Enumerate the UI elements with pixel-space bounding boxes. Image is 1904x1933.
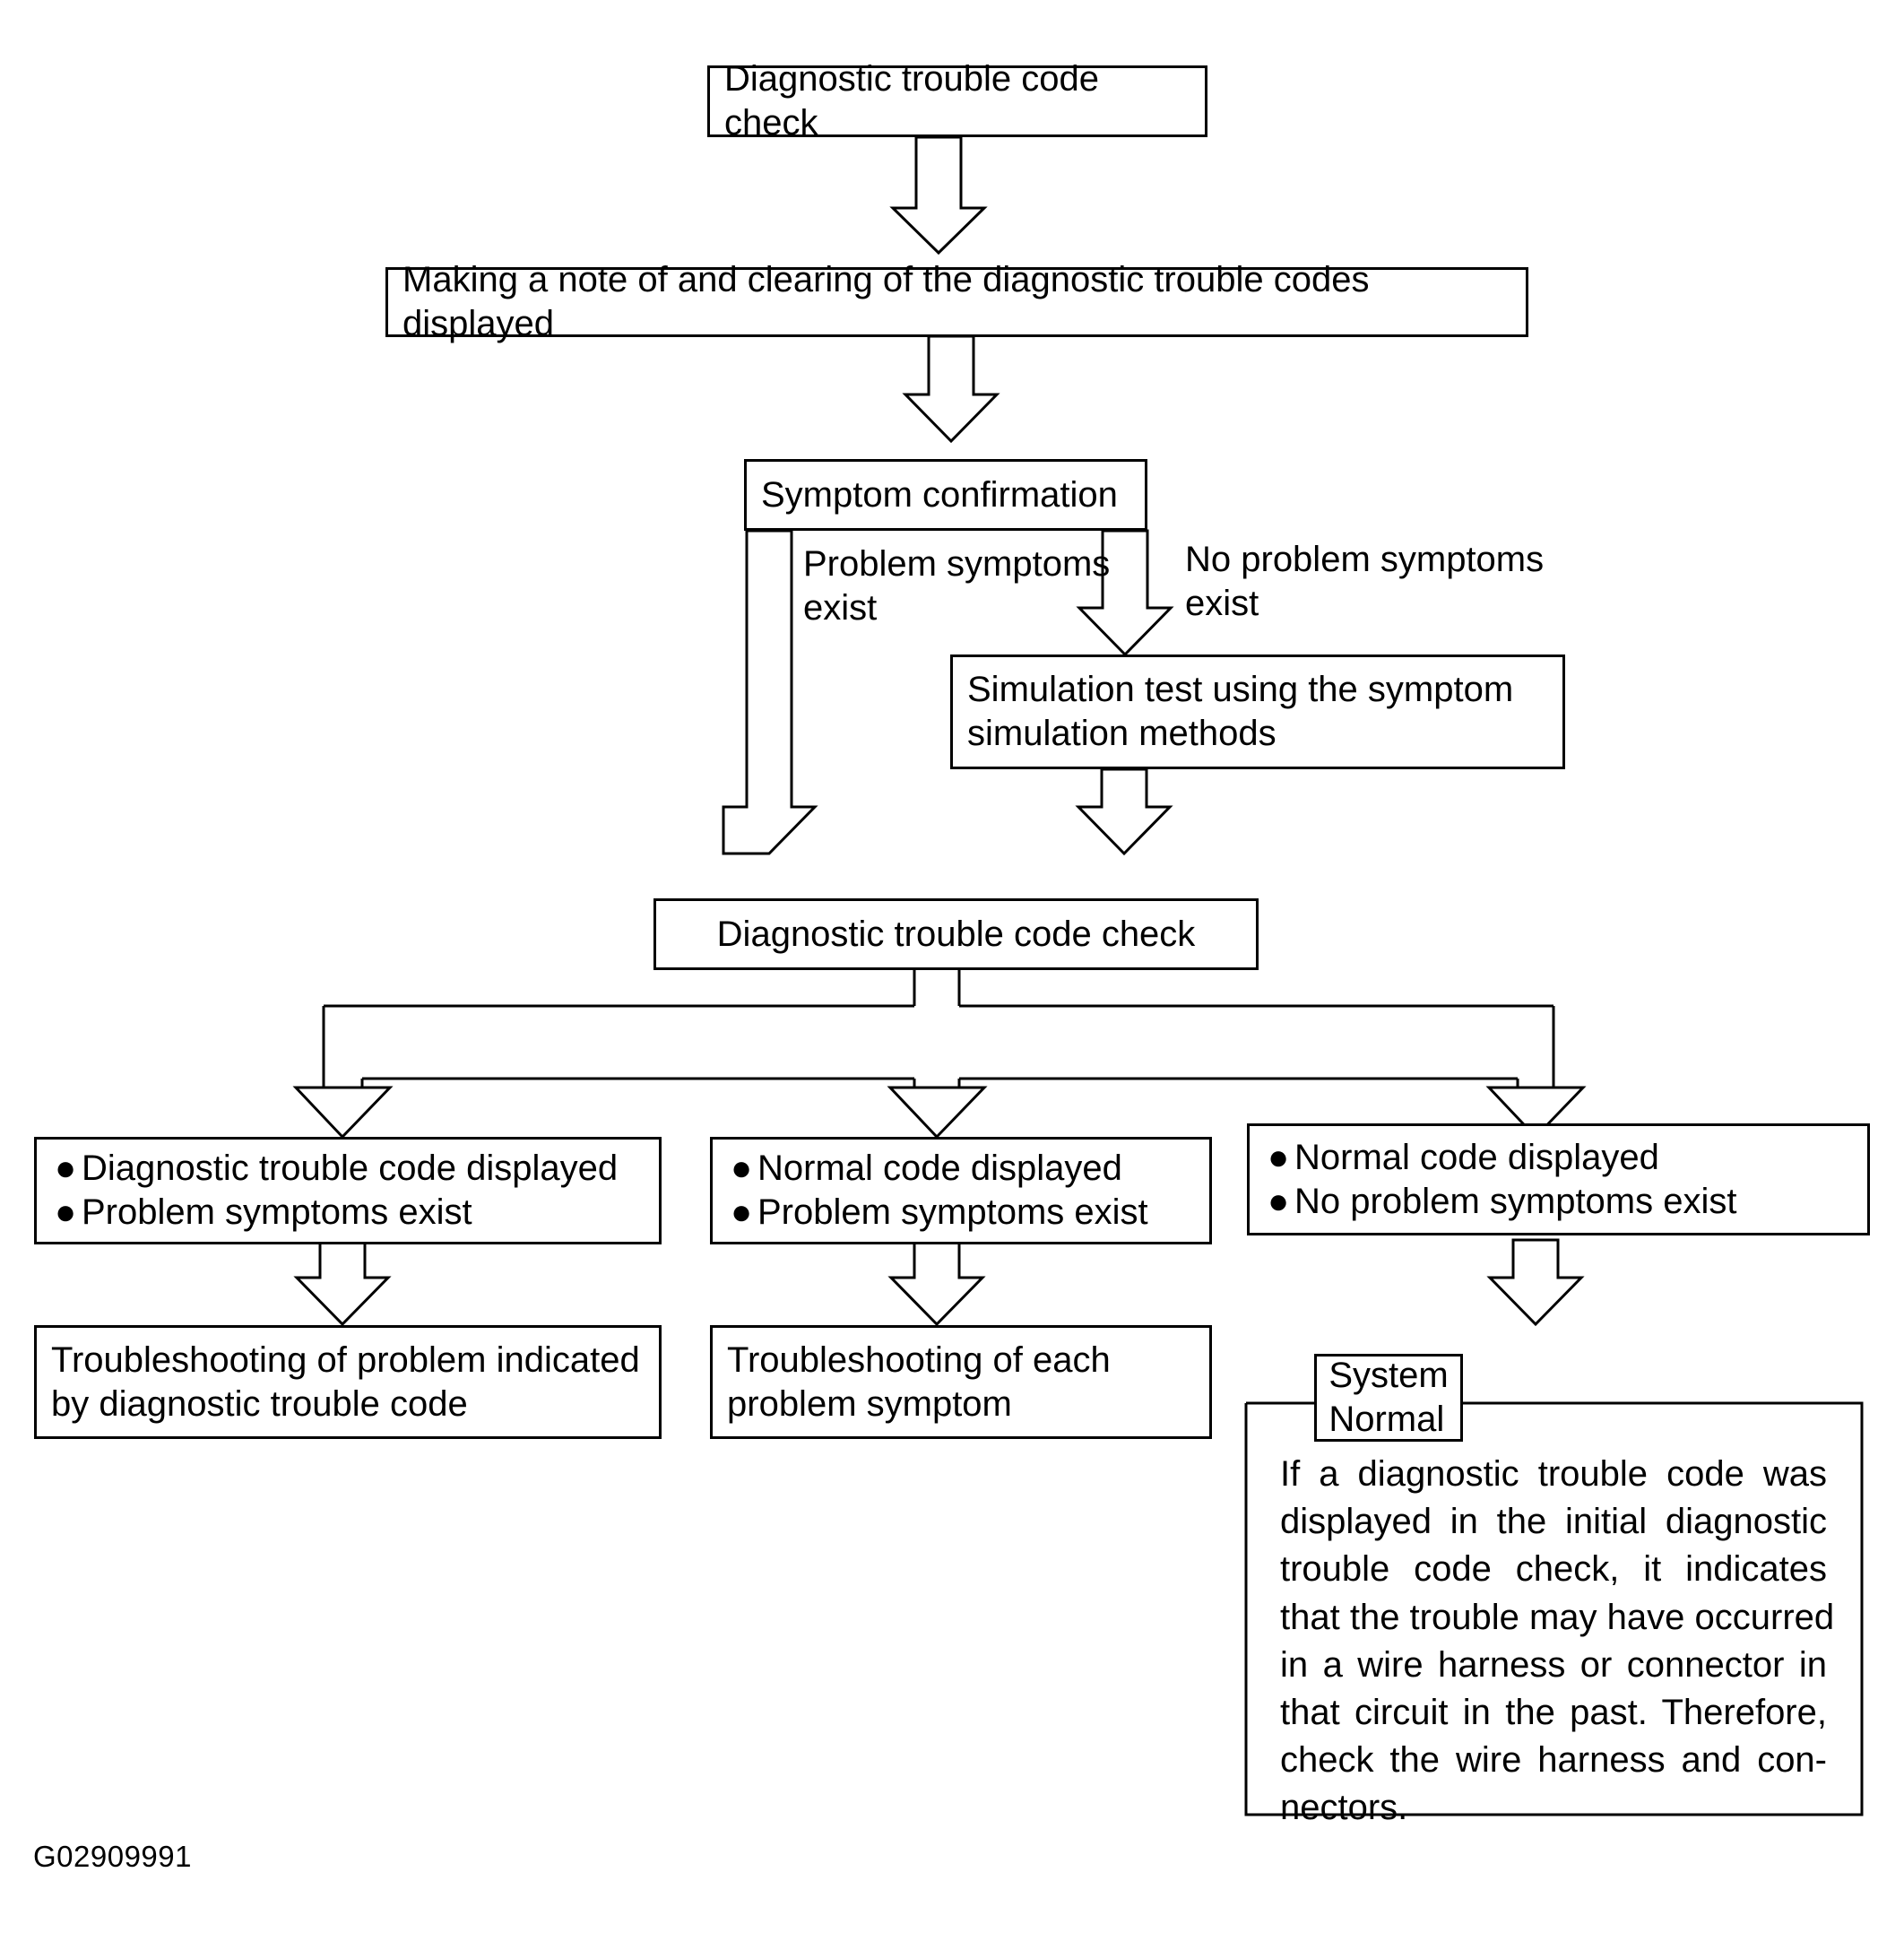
outcome-3-bullet-2: ●No problem symptoms exist	[1268, 1180, 1849, 1224]
bullet-icon: ●	[1268, 1137, 1290, 1177]
node-dtc-check-2[interactable]: Diagnostic trouble code check	[653, 898, 1259, 970]
note-line-4: that the trouble may have occurred	[1280, 1597, 1835, 1637]
node-dtc-check-1[interactable]: Diagnostic trouble code check	[707, 59, 1207, 143]
arrow-problem-symptoms-to-dtc-check	[722, 529, 818, 855]
bullet-icon: ●	[731, 1192, 753, 1232]
node-action-2[interactable]: Troubleshooting of each problem symptom	[710, 1325, 1212, 1439]
arrowhead-branch-right	[1485, 1086, 1587, 1140]
note-line-3: trouble code check, it indicates	[1280, 1549, 1827, 1590]
branch-left-legs	[322, 1006, 364, 1088]
outcome-1-bullet-1: ●Diagnostic trouble code displayed	[55, 1147, 641, 1191]
node-action-1-line-2: by diagnostic trouble code	[51, 1383, 468, 1424]
edge-label-no-problem-symptoms-exist: No problem symptoms exist	[1185, 540, 1545, 623]
note-line-8: nectors.	[1280, 1788, 1408, 1828]
node-dtc-check-1-label: Diagnostic trouble code check	[724, 59, 1100, 143]
arrow-outcome-3-to-system-normal	[1486, 1238, 1585, 1327]
outcome-3-bullet-1: ●Normal code displayed	[1268, 1136, 1849, 1180]
note-line-5: in a wire harness or connector in	[1280, 1644, 1827, 1685]
arrow-no-problem-symptoms-to-simulation-test	[1076, 529, 1174, 657]
outcome-2-bullet-2: ●Problem symptoms exist	[731, 1191, 1191, 1235]
node-action-2-line-2: problem symptom	[727, 1383, 1012, 1424]
node-making-note-label: Making a note of and clearing of the dia…	[402, 260, 1370, 343]
node-making-note[interactable]: Making a note of and clearing of the dia…	[385, 260, 1528, 343]
node-action-2-line-1: Troubleshooting of each	[727, 1339, 1111, 1380]
node-outcome-1[interactable]: ●Diagnostic trouble code displayed ●Prob…	[34, 1137, 662, 1244]
arrow-simulation-test-to-dtc-check	[1075, 767, 1173, 856]
node-system-normal-label-tab[interactable]: System Normal	[1314, 1354, 1463, 1442]
arrow-outcome-1-to-action-1	[293, 1238, 392, 1327]
note-line-2: displayed in the initial diagnostic	[1280, 1502, 1827, 1542]
node-outcome-3[interactable]: ●Normal code displayed ●No problem sympt…	[1247, 1123, 1870, 1235]
node-simulation-test[interactable]: Simulation test using the symptom simula…	[950, 654, 1565, 769]
system-normal-frame	[1244, 1401, 1864, 1816]
bullet-icon: ●	[55, 1149, 77, 1189]
figure-code: G02909991	[33, 1840, 192, 1873]
system-normal-note-text: If a diagnostic trouble code was display…	[1280, 1451, 1835, 1833]
arrow-dtc-check-to-making-note	[889, 135, 988, 256]
node-symptom-confirmation[interactable]: Symptom confirmation	[744, 459, 1147, 531]
branch-center-legs	[913, 1079, 961, 1088]
node-simulation-test-line-2: simulation methods	[967, 714, 1277, 753]
note-line-6: that circuit in the past. Therefore,	[1280, 1692, 1827, 1732]
edge-label-problem-symptoms-exist: Problem symptoms exist	[803, 544, 1111, 628]
branch-right-legs	[1516, 1006, 1555, 1088]
outcome-2-bullet-1: ●Normal code displayed	[731, 1147, 1191, 1191]
node-action-1-line-1: Troubleshooting of problem indicated	[51, 1339, 640, 1380]
note-line-7: check the wire harness and con-	[1280, 1740, 1827, 1781]
bullet-icon: ●	[1268, 1181, 1290, 1221]
bullet-icon: ●	[731, 1149, 753, 1189]
arrow-making-note-to-symptom-confirmation	[902, 334, 1000, 444]
node-action-1[interactable]: Troubleshooting of problem indicated by …	[34, 1325, 662, 1439]
node-system-normal-label: System Normal	[1328, 1356, 1449, 1439]
outcome-1-bullet-2: ●Problem symptoms exist	[55, 1191, 641, 1235]
note-line-1: If a diagnostic trouble code was	[1280, 1454, 1827, 1494]
arrowhead-branch-left	[292, 1086, 394, 1140]
branch-stem	[913, 970, 961, 1006]
bullet-icon: ●	[55, 1192, 77, 1232]
arrow-outcome-2-to-action-2	[887, 1238, 986, 1327]
node-dtc-check-2-label: Diagnostic trouble code check	[716, 914, 1196, 954]
node-symptom-confirmation-label: Symptom confirmation	[761, 474, 1118, 515]
node-outcome-2[interactable]: ●Normal code displayed ●Problem symptoms…	[710, 1137, 1212, 1244]
arrowhead-branch-center	[887, 1086, 988, 1140]
node-simulation-test-line-1: Simulation test using the symptom	[967, 670, 1514, 710]
